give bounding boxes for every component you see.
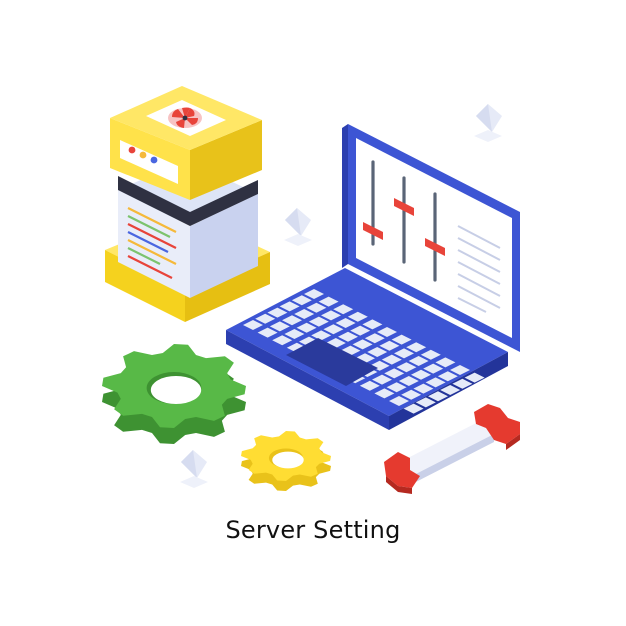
keyboard-key xyxy=(386,382,407,393)
gear-icon xyxy=(102,344,246,444)
keyboard-key xyxy=(350,325,371,336)
keyboard-key xyxy=(379,340,400,351)
keyboard-key xyxy=(401,389,422,400)
keyboard-key xyxy=(384,368,405,379)
keyboard-key xyxy=(311,330,332,341)
fan-icon xyxy=(168,107,202,128)
keyboard-key xyxy=(304,289,324,299)
keyboard-key xyxy=(333,304,354,315)
keyboard-key xyxy=(362,319,383,330)
keyboard-key xyxy=(294,309,315,319)
keyboard-key xyxy=(415,397,436,408)
keyboard-key xyxy=(396,362,417,373)
indicator-light-yellow xyxy=(139,151,147,159)
keyboard-key xyxy=(411,369,431,380)
keyboard-key xyxy=(335,318,356,328)
gear-hole xyxy=(150,375,202,405)
keyboard-key xyxy=(347,311,368,322)
keyboard-key xyxy=(377,327,397,337)
location-marker-icon xyxy=(180,450,208,488)
keyboard-key xyxy=(321,310,341,321)
keyboard-key xyxy=(403,403,424,414)
keyboard-key xyxy=(282,315,302,326)
keyboard-key xyxy=(323,324,344,335)
server-rack-lines xyxy=(127,207,177,279)
keyboard-key xyxy=(389,396,409,406)
laptop-icon xyxy=(226,124,520,430)
keyboard-key xyxy=(450,365,470,375)
keyboard-key xyxy=(391,334,412,345)
keyboard-key xyxy=(398,376,419,386)
location-marker-icon xyxy=(284,208,312,246)
keyboard-key xyxy=(296,322,317,333)
keyboard-key xyxy=(338,331,358,342)
keyboard-key xyxy=(318,296,339,307)
keyboard-key xyxy=(381,354,402,365)
keyboard-key xyxy=(284,329,305,339)
keyboard-key xyxy=(257,327,278,338)
keyboard-key xyxy=(269,321,290,332)
keyboard-key xyxy=(352,339,373,350)
keyboard-key xyxy=(464,372,485,383)
keyboard-key xyxy=(437,371,458,382)
wrench-icon xyxy=(384,404,520,494)
keyboard-key xyxy=(267,307,288,318)
indicator-light-red xyxy=(128,146,136,154)
gear-icon xyxy=(241,431,331,491)
indicator-light-blue xyxy=(150,156,158,164)
keyboard-key xyxy=(413,383,434,394)
keyboard-key xyxy=(408,356,429,366)
keyboard-key xyxy=(279,301,300,312)
equalizer-sliders-icon xyxy=(363,160,445,282)
server-icon xyxy=(105,86,270,322)
keyboard-key xyxy=(367,347,388,357)
screen-text-lines xyxy=(457,225,501,313)
caption-title: Server Setting xyxy=(225,516,401,544)
keyboard-key xyxy=(394,348,414,359)
keyboard-key xyxy=(359,380,380,391)
keyboard-key xyxy=(440,385,461,395)
keyboard-key xyxy=(308,316,329,327)
keyboard-key xyxy=(272,335,293,346)
laptop-trackpad xyxy=(286,338,378,386)
keyboard-key xyxy=(372,374,392,385)
keyboard-key xyxy=(452,378,473,389)
keyboard-key xyxy=(425,377,446,388)
keyboard-key xyxy=(374,388,395,399)
keyboard-key xyxy=(291,295,312,306)
keyboard-key xyxy=(364,333,385,344)
location-marker-icon xyxy=(474,104,502,142)
keyboard-key xyxy=(420,349,441,360)
keyboard-key xyxy=(243,320,263,330)
keyboard-key xyxy=(435,357,456,368)
keyboard-key xyxy=(306,302,327,313)
gear-hole xyxy=(272,451,304,469)
keyboard-key xyxy=(428,391,448,402)
keyboard-key xyxy=(406,342,427,353)
keyboard-key xyxy=(423,363,444,374)
keyboard-key xyxy=(255,313,276,324)
